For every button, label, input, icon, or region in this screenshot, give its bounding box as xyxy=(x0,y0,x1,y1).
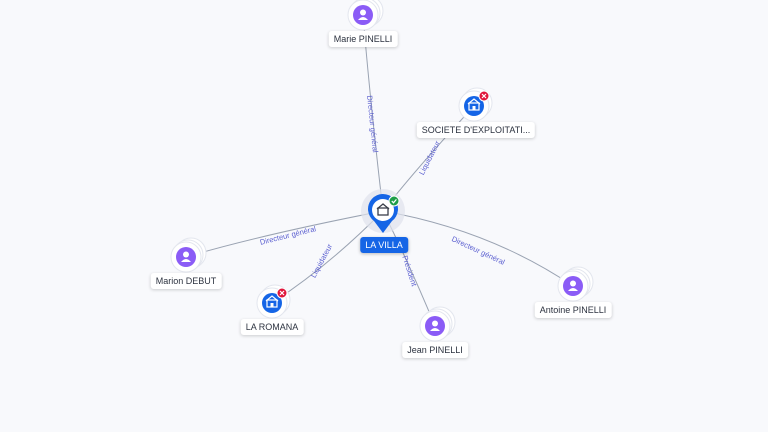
node-label-marion: Marion DEBUT xyxy=(150,273,222,289)
center-node[interactable] xyxy=(361,189,405,233)
node-marie[interactable] xyxy=(347,0,384,31)
edge-label: Liquidateur xyxy=(417,139,442,177)
node-marion[interactable] xyxy=(170,237,207,273)
node-antoine[interactable] xyxy=(557,266,594,302)
company-building-icon xyxy=(377,207,389,216)
edge-label: Directeur général xyxy=(365,95,380,153)
edge-line xyxy=(382,210,574,287)
node-jean[interactable] xyxy=(419,306,456,342)
nodes-layer xyxy=(170,0,594,342)
edge-marion[interactable]: Directeur général xyxy=(185,210,384,258)
edge-label: Liquidateur xyxy=(309,242,335,279)
edge-label: Directeur général xyxy=(450,234,506,267)
node-label-romana: LA ROMANA xyxy=(240,319,304,335)
node-societe[interactable] xyxy=(458,87,493,122)
node-label-antoine: Antoine PINELLI xyxy=(534,302,612,318)
center-node-label: LA VILLA xyxy=(360,237,408,253)
active-check-icon xyxy=(388,195,400,207)
node-romana[interactable] xyxy=(256,284,291,319)
node-label-societe: SOCIETE D'EXPLOITATI... xyxy=(416,122,536,138)
node-label-marie: Marie PINELLI xyxy=(328,31,398,47)
node-label-jean: Jean PINELLI xyxy=(402,342,468,358)
edge-label: Directeur général xyxy=(259,224,317,247)
edge-label: Président xyxy=(400,254,419,288)
